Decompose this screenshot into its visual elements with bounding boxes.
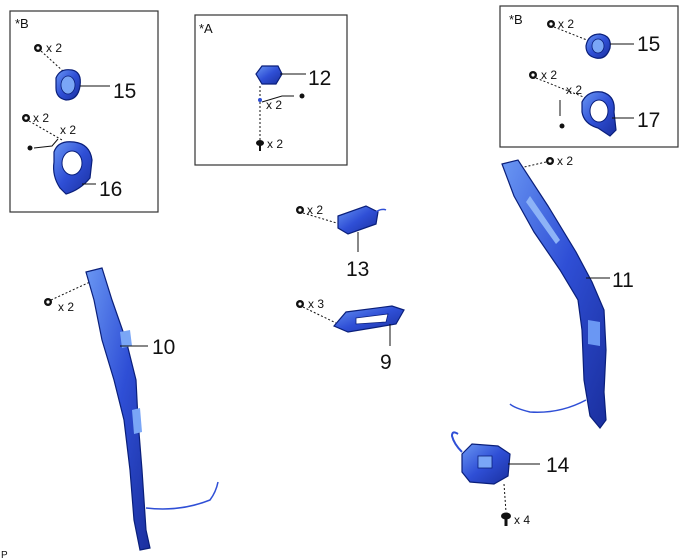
bolt-icon [501, 512, 511, 526]
quantity-label: x 2 [33, 111, 49, 125]
motor-unit-part-14 [450, 431, 511, 485]
pillar-garnish-part-10 [85, 267, 219, 551]
screw-icon [529, 71, 537, 79]
screw-icon [296, 300, 304, 308]
speaker-part-15-right [585, 33, 611, 59]
callout-11: 11 [612, 269, 634, 292]
callout-10: 10 [152, 336, 175, 359]
quantity-label: x 2 [566, 83, 582, 97]
screw-icon [546, 157, 554, 165]
clip-icon [27, 145, 33, 151]
clip-icon [299, 93, 305, 99]
detail-box-a [194, 14, 348, 166]
pillar-garnish-part-11 [501, 159, 607, 429]
quantity-label: x 3 [308, 297, 324, 311]
quantity-label: x 2 [60, 123, 76, 137]
quantity-label: x 2 [558, 17, 574, 31]
screw-icon [296, 206, 304, 214]
detail-box-b-right [499, 5, 679, 148]
callout-16: 16 [99, 178, 122, 201]
screw-icon [44, 298, 52, 306]
quantity-label: x 2 [46, 41, 62, 55]
detail-box-b-left [9, 10, 159, 213]
callout-14: 14 [546, 454, 570, 477]
quantity-label: x 2 [557, 154, 573, 168]
module-part-13 [337, 205, 387, 235]
quantity-label: x 4 [514, 513, 530, 527]
detail-box-b-left-label: *B [15, 16, 29, 31]
screw-icon [547, 20, 555, 28]
bolt-icon [256, 140, 264, 151]
callout-15-left: 15 [113, 80, 136, 103]
callout-15-right: 15 [637, 33, 660, 56]
callout-12: 12 [308, 67, 331, 90]
detail-box-b-right-label: *B [509, 12, 523, 27]
speaker-bracket-part-16 [53, 141, 93, 195]
corner-mark: P [1, 550, 8, 560]
screw-icon [22, 114, 30, 122]
speaker-bracket-part-17 [581, 91, 617, 137]
speaker-part-15-left [55, 69, 81, 101]
quantity-label: x 2 [267, 137, 283, 151]
callout-13: 13 [346, 258, 369, 281]
quantity-label: x 2 [266, 98, 282, 112]
sensor-part-12 [255, 65, 283, 85]
quantity-label: x 2 [541, 68, 557, 82]
screw-icon [34, 44, 42, 52]
clip-icon [559, 123, 565, 129]
callout-17: 17 [637, 109, 660, 132]
quantity-label: x 2 [58, 300, 74, 314]
clip-icon [258, 98, 262, 102]
detail-box-a-label: *A [199, 21, 213, 36]
callout-9: 9 [380, 351, 392, 374]
handle-part-9 [333, 305, 405, 333]
quantity-label: x 2 [307, 203, 323, 217]
